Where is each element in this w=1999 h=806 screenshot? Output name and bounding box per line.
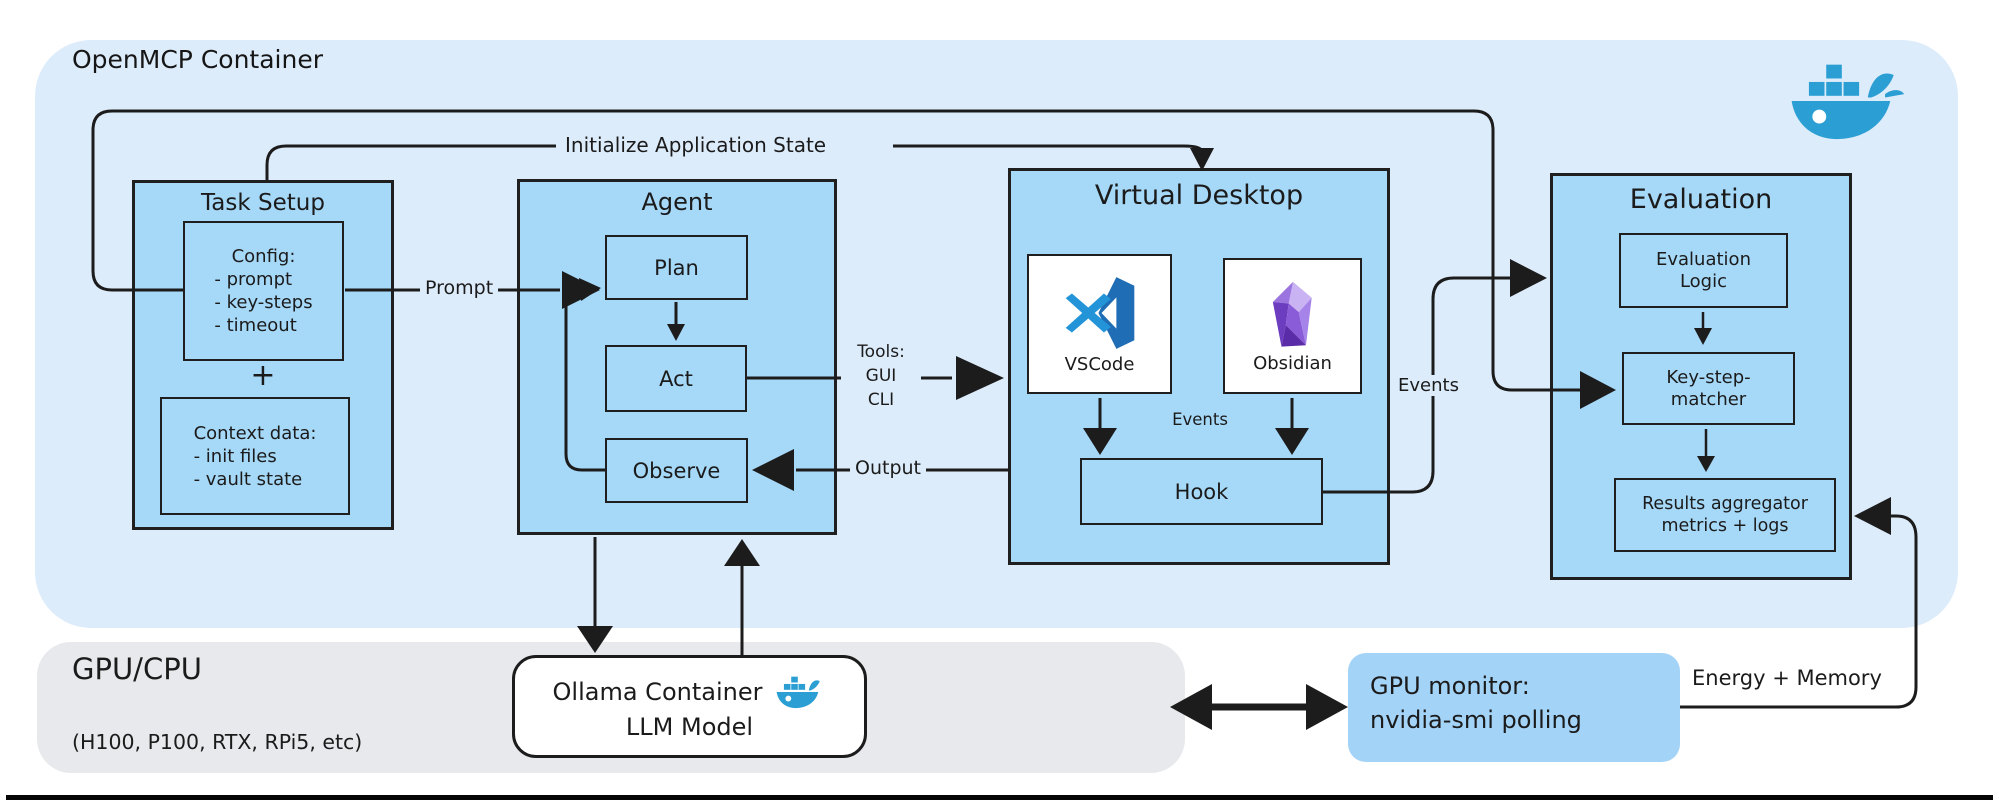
gpu-monitor-line: nvidia-smi polling <box>1370 706 1582 734</box>
config-line: - timeout <box>214 315 297 336</box>
tools-label: Tools: GUI CLI <box>841 340 921 412</box>
output-label: Output <box>850 457 926 479</box>
energy-memory-label: Energy + Memory <box>1692 666 1882 690</box>
tools-line: Tools: <box>857 342 905 362</box>
results-line: metrics + logs <box>1661 516 1789 536</box>
hardware-title: GPU/CPU <box>72 652 202 686</box>
task-setup-title: Task Setup <box>201 190 325 216</box>
hardware-subtitle: (H100, P100, RTX, RPi5, etc) <box>72 730 363 754</box>
context-line: Context data: <box>193 422 317 444</box>
plan-box: Plan <box>605 235 748 300</box>
config-line: - key-steps <box>214 292 313 313</box>
events-inner-label: Events <box>1172 410 1228 429</box>
bottom-border-line <box>6 795 1993 800</box>
obsidian-tile: Obsidian <box>1223 258 1362 394</box>
page-title: OpenMCP Container <box>72 45 323 74</box>
docker-icon <box>1786 56 1908 146</box>
config-line: Config: <box>231 246 296 267</box>
ollama-docker-icon <box>774 673 826 711</box>
config-box: Config: - prompt - key-steps - timeout <box>183 221 344 361</box>
key-step-matcher-line: matcher <box>1670 388 1747 410</box>
results-aggregator-box: Results aggregator metrics + logs <box>1614 478 1836 552</box>
hook-box: Hook <box>1080 458 1323 525</box>
virtual-desktop-title: Virtual Desktop <box>1094 180 1304 211</box>
vscode-tile: VSCode <box>1027 254 1172 394</box>
prompt-label: Prompt <box>420 277 499 299</box>
evaluation-logic-line: Logic <box>1679 270 1728 292</box>
tools-line: CLI <box>867 390 895 410</box>
tools-line: GUI <box>865 366 897 386</box>
evaluation-logic-line: Evaluation <box>1656 248 1751 270</box>
obsidian-icon <box>1257 279 1329 351</box>
observe-box: Observe <box>605 438 748 503</box>
obsidian-label: Obsidian <box>1253 352 1332 374</box>
gpu-monitor-line: GPU monitor: <box>1370 672 1530 700</box>
key-step-matcher-line: Key-step- <box>1666 366 1751 388</box>
context-line: - vault state <box>193 468 303 490</box>
evaluation-title: Evaluation <box>1629 184 1773 215</box>
evaluation-logic-box: Evaluation Logic <box>1619 233 1788 308</box>
vscode-label: VSCode <box>1064 353 1135 375</box>
plus-sign: + <box>250 358 276 393</box>
ollama-box: Ollama Container LLM Model <box>512 655 867 758</box>
context-line: - init files <box>193 445 277 467</box>
vscode-icon <box>1061 274 1139 352</box>
agent-title: Agent <box>641 188 713 216</box>
context-box: Context data: - init files - vault state <box>160 397 350 515</box>
results-line: Results aggregator <box>1642 494 1808 514</box>
act-box: Act <box>605 345 747 412</box>
initialize-label: Initialize Application State <box>560 133 832 157</box>
ollama-title: Ollama Container <box>552 677 763 706</box>
events-label: Events <box>1393 375 1464 396</box>
key-step-matcher-box: Key-step- matcher <box>1622 352 1795 425</box>
config-line: - prompt <box>214 269 293 290</box>
llm-model-label: LLM Model <box>625 712 754 741</box>
gpu-monitor-box: GPU monitor: nvidia-smi polling <box>1348 653 1680 762</box>
